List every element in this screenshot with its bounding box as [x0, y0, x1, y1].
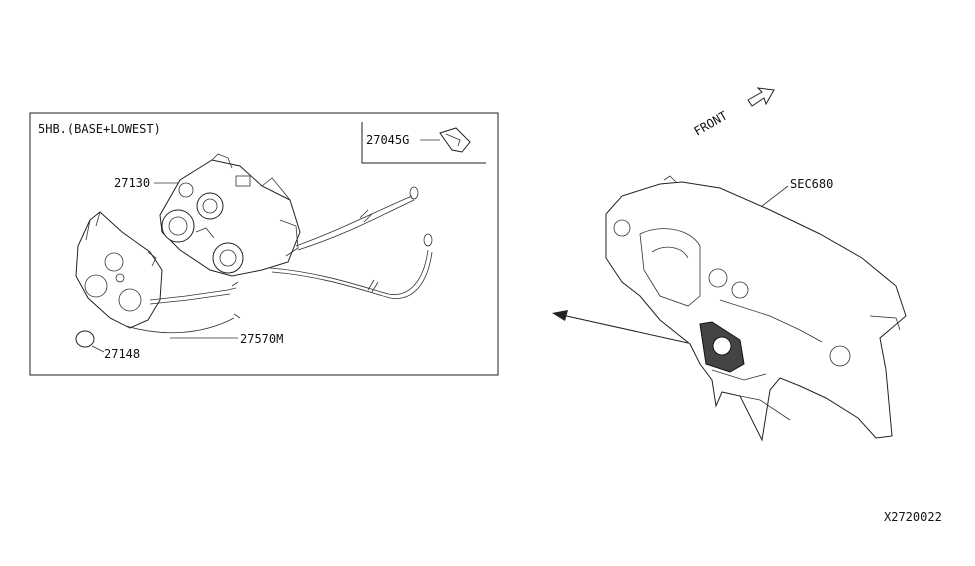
- control-cables: [269, 186, 433, 299]
- clip-inset-box: [361, 122, 486, 164]
- instrument-panel: [605, 175, 907, 442]
- front-direction-indicator: FRONT: [692, 87, 775, 139]
- clip-27045g-part: [439, 127, 471, 153]
- part-label-27130: 27130: [114, 176, 150, 190]
- control-knob-right: [212, 242, 244, 274]
- front-label: FRONT: [692, 108, 730, 138]
- part-label-27148: 27148: [104, 347, 140, 361]
- front-arrow-icon: [747, 87, 775, 107]
- part-label-27570m: 27570M: [240, 332, 283, 346]
- variant-label: 5HB.(BASE+LOWEST): [38, 122, 161, 136]
- part-label-27045g: 27045G: [366, 133, 409, 147]
- section-ref-label: SEC680: [790, 177, 833, 191]
- detail-box: [29, 112, 499, 376]
- leader-27148: [91, 345, 105, 353]
- control-knob-left: [161, 209, 195, 243]
- clip-27148-part: [75, 330, 95, 348]
- diagram-code: X2720022: [884, 510, 942, 524]
- cable-27570m: [125, 281, 241, 334]
- finisher-panel: [75, 211, 163, 329]
- control-knob-center: [196, 192, 224, 220]
- location-arrow: [552, 310, 689, 344]
- heater-control-assembly: [159, 153, 301, 277]
- leader-sec680: [761, 185, 789, 207]
